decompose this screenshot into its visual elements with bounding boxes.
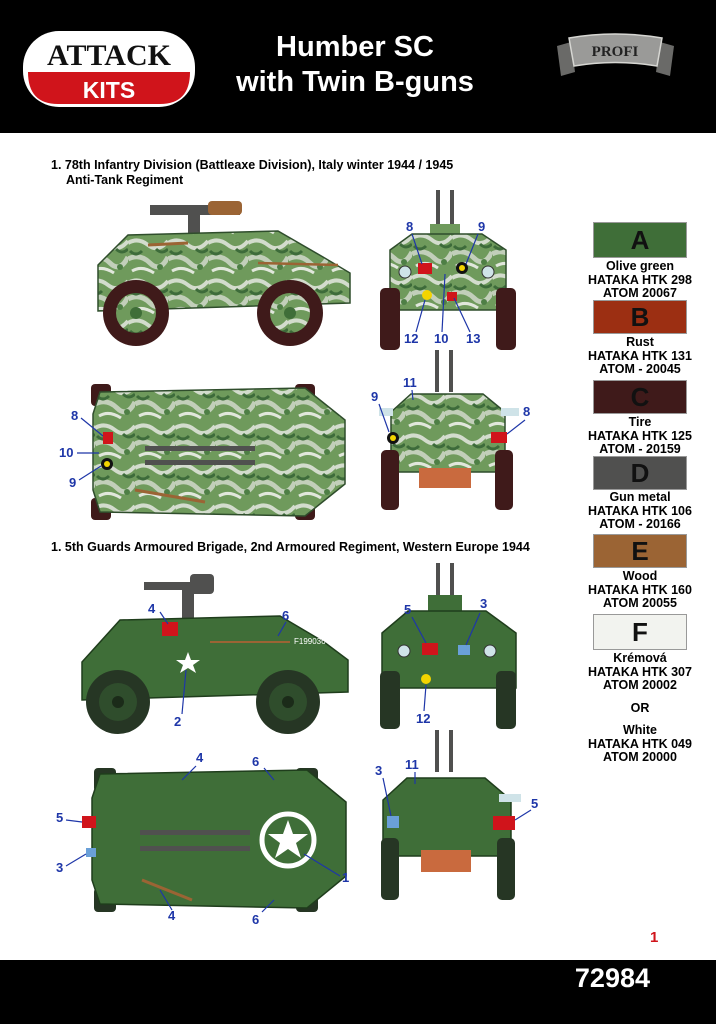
paint-swatch-c: C [593,380,687,414]
callout-label: 3 [375,763,382,778]
scheme-1-side-view [97,201,351,346]
scheme-1-top-view: 8 10 9 [59,384,346,520]
paint-swatch-e: E [593,534,687,568]
logo-bottom-text: KITS [83,77,135,103]
callout-label: 10 [434,331,448,346]
logo-top-text: ATTACK [47,39,172,72]
callout-label: 5 [56,810,63,825]
callout-label: 9 [478,219,485,234]
callout-label: 9 [69,475,76,490]
scheme-2-rear-view: 3 11 5 [375,730,538,900]
callout-label: 10 [59,445,73,460]
callout-label: 4 [148,601,156,616]
callout-label: 12 [416,711,430,726]
profi-text: PROFI [592,44,639,60]
paint-swatch-d: D [593,456,687,490]
paint-swatch-b: B [593,300,687,334]
registration-number: F199036 [294,637,326,646]
kit-number: 72984 [574,963,650,993]
attack-kits-logo: ATTACK KITS [23,31,195,107]
profi-badge: PROFI [557,33,674,76]
callout-label: 6 [282,608,289,623]
scheme-2-side-view: F199036 4 6 2 [81,574,349,734]
callout-label: 9 [371,389,378,404]
page-number: 1 [650,929,659,946]
callout-label: 8 [523,404,530,419]
paint-swatch-f: F [593,614,687,650]
callout-label: 6 [252,754,259,769]
scheme-2-title: 1. 5th Guards Armoured Brigade, 2nd Armo… [51,540,530,554]
scheme-2-top-view: 4 6 5 3 1 4 6 [56,750,349,927]
paint-swatch-a: A [593,222,687,258]
callout-label: 3 [480,596,487,611]
scheme-1-title: 1. 78th Infantry Division (Battleaxe Div… [51,158,454,187]
callout-label: 5 [531,796,538,811]
footer-bar [0,960,716,1024]
callout-label: 2 [174,714,181,729]
callout-label: 5 [404,602,411,617]
scheme-1-front-view: 8 9 12 10 13 [380,190,516,350]
callout-label: 11 [405,757,419,772]
callout-label: 3 [56,860,63,875]
page-title: Humber SC with Twin B-guns [236,31,474,98]
callout-label: 1 [342,870,349,885]
scheme-1-rear-view: 11 9 8 [371,350,530,510]
callout-label: 11 [403,375,417,390]
callout-label: 13 [466,331,480,346]
callout-label: 4 [168,908,176,923]
callout-label: 8 [71,408,78,423]
callout-label: 12 [404,331,418,346]
callout-label: 6 [252,912,259,927]
callout-label: 8 [406,219,413,234]
callout-label: 4 [196,750,204,765]
scheme-2-front-view: 5 3 12 [380,563,517,729]
